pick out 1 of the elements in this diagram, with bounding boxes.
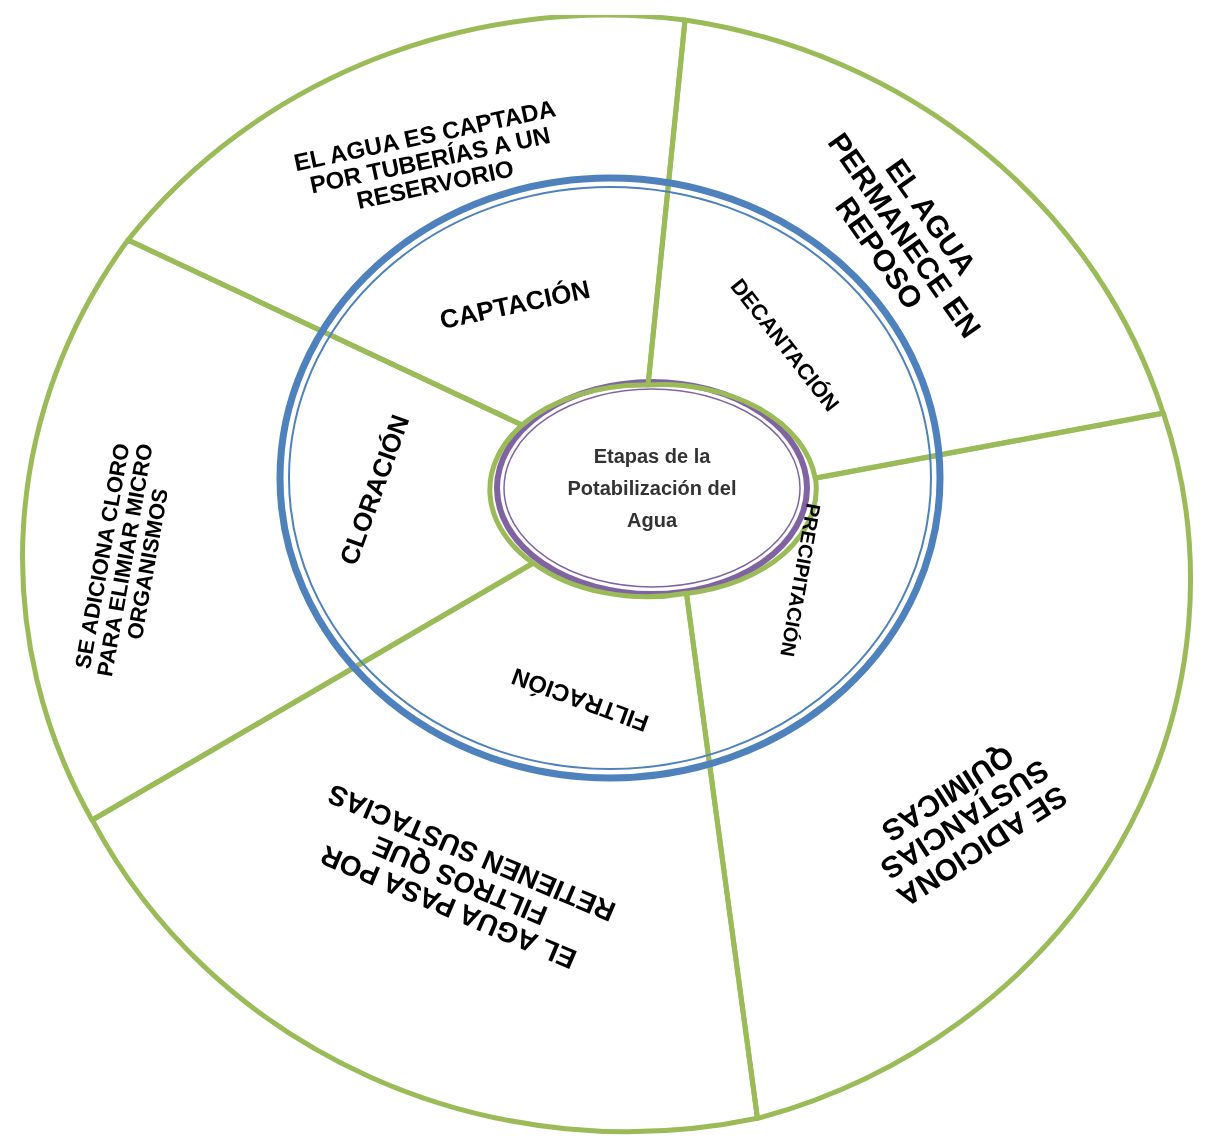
title-text: Etapas de la Potabilización del Agua	[566, 444, 738, 533]
